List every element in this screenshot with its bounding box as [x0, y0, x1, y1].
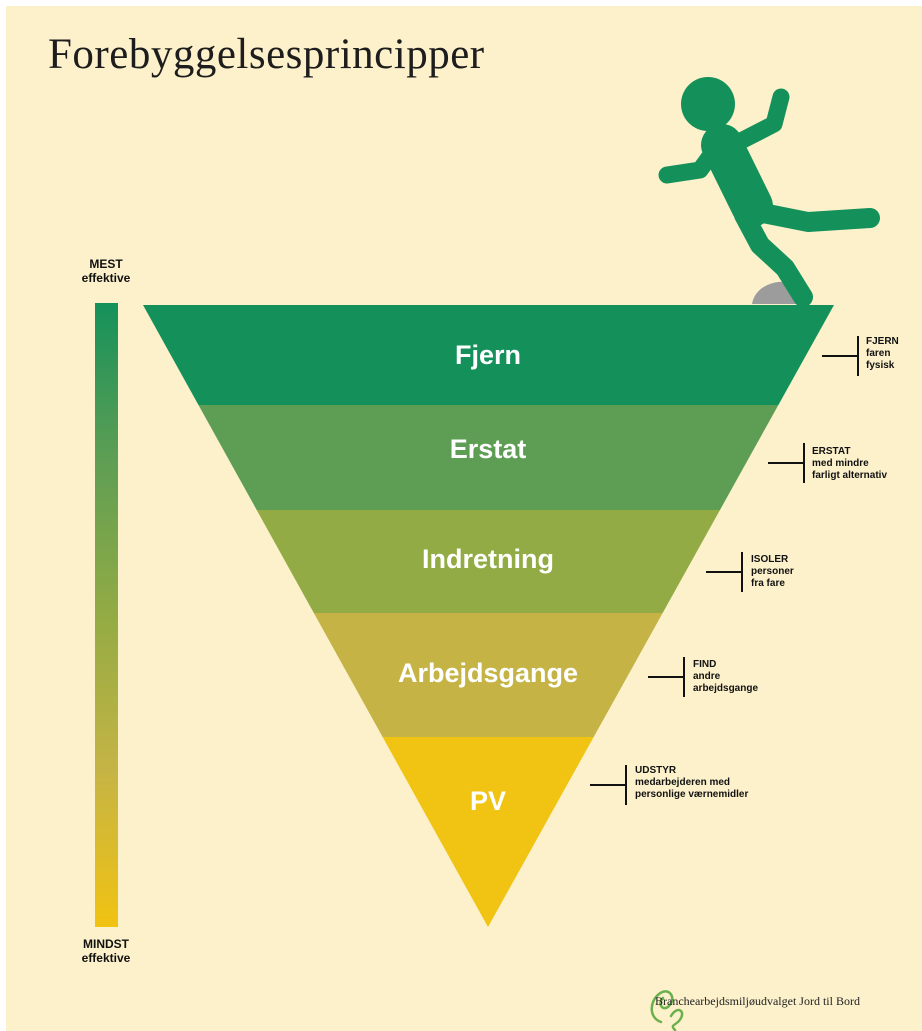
- pyramid-band-4: [313, 613, 663, 737]
- level-note-1-line-1: FJERN: [866, 336, 899, 347]
- level-label-3: Indretning: [422, 544, 554, 574]
- logo-icon: [650, 990, 684, 1031]
- pyramid-band-3: [256, 510, 720, 613]
- level-note-3-line-3: fra fare: [751, 578, 785, 589]
- level-note-4-line-2: andre: [693, 671, 721, 682]
- scale-bottom-line1: MINDST: [83, 937, 129, 951]
- footer-organization-text: Branchearbejdsmiljøudvalget Jord til Bor…: [655, 994, 860, 1008]
- level-label-5: PV: [469, 786, 507, 816]
- scale-top-label: MEST effektive: [66, 257, 146, 285]
- level-note-5-line-3: personlige værnemidler: [635, 789, 749, 800]
- scale-bottom-line2: effektive: [81, 951, 131, 965]
- level-note-5-line-2: medarbejderen med: [635, 777, 731, 788]
- level-note-2-line-3: farligt alternativ: [812, 470, 888, 481]
- level-note-3-line-2: personer: [751, 566, 794, 577]
- level-note-4-line-3: arbejdsgange: [693, 683, 759, 694]
- level-note-4-line-1: FIND: [693, 659, 717, 670]
- level-note-2-line-2: med mindre: [812, 458, 869, 469]
- tripping-person-icon: [658, 77, 880, 307]
- effectiveness-gradient-bar: [95, 303, 118, 927]
- level-label-1: Fjern: [454, 340, 521, 370]
- pyramid-band-1: [143, 305, 834, 405]
- note-brackets: [590, 336, 859, 805]
- pyramid-band-5: [382, 737, 594, 927]
- pyramid-band-2: [198, 405, 779, 510]
- level-note-1-line-2: faren: [866, 348, 891, 359]
- pyramid-bands: [143, 305, 834, 927]
- scale-bottom-label: MINDST effektive: [66, 937, 146, 965]
- page-title: Forebyggelsesprincipper: [48, 31, 485, 78]
- level-note-2-line-1: ERSTAT: [812, 446, 851, 457]
- scale-top-line2: effektive: [81, 271, 131, 285]
- level-label-4: Arbejdsgange: [397, 658, 579, 688]
- level-label-2: Erstat: [449, 434, 527, 464]
- level-note-5-line-1: UDSTYR: [635, 765, 677, 776]
- level-note-3-line-1: ISOLER: [751, 554, 789, 565]
- scale-top-line1: MEST: [89, 257, 123, 271]
- level-note-1-line-3: fysisk: [866, 360, 895, 371]
